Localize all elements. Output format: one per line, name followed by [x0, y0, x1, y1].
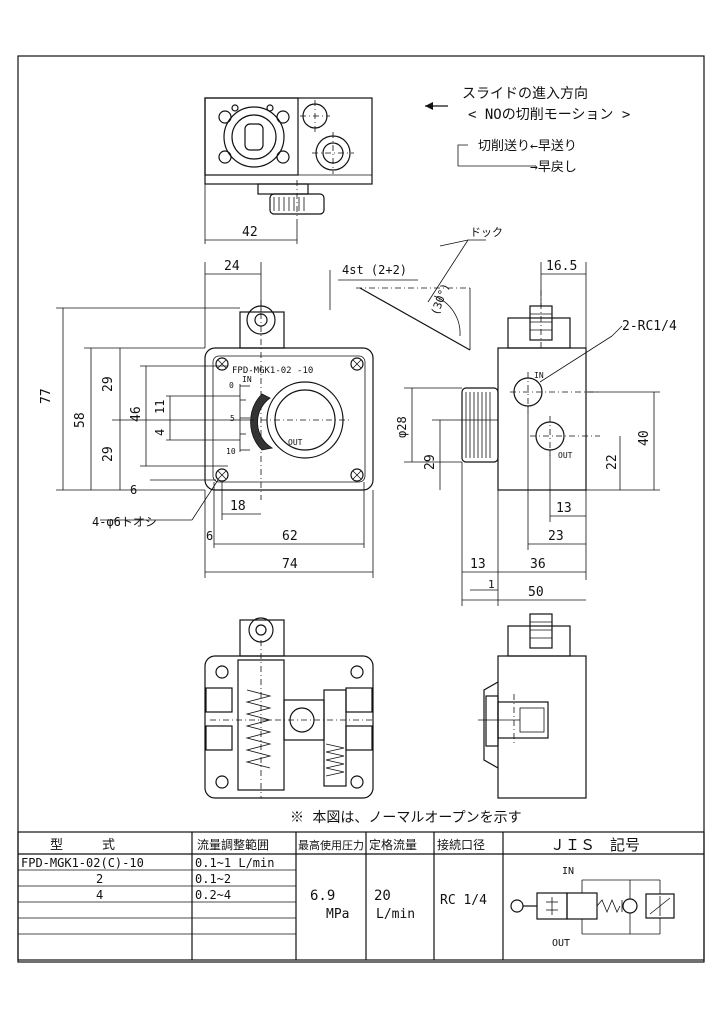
scale-0: 0 — [229, 381, 234, 390]
header-jis-symbol: ＪＩＳ 記号 — [550, 836, 640, 854]
dog-label: ドック — [470, 226, 503, 239]
jis-valve-symbol: IN OUT — [510, 866, 675, 949]
section-view — [204, 617, 374, 799]
dim-29-upper: 29 — [101, 376, 116, 392]
side-section-view — [478, 613, 587, 799]
dim-58: 58 — [73, 412, 88, 428]
flow-unit: L/min — [376, 907, 415, 922]
spec-table: 型 式 流量調整範囲 最高使用圧力 定格流量 接続口径 ＪＩＳ 記号 FPD-M… — [17, 831, 705, 961]
note-cut-feed: 切削送り←早送り — [478, 139, 577, 154]
flow-value: 20 — [374, 888, 391, 904]
pressure-unit: MPa — [326, 907, 349, 922]
drawing-border — [17, 55, 705, 963]
dim-42: 42 — [242, 225, 258, 240]
header-flow-range: 流量調整範囲 — [197, 837, 269, 852]
pressure-value: 6.9 — [310, 888, 335, 904]
dim-phi28: φ28 — [395, 416, 409, 438]
dim-23: 23 — [548, 529, 564, 544]
dim-40: 40 — [637, 430, 652, 446]
dim-62: 62 — [282, 529, 298, 544]
diagram-caption: ※ 本図は、ノーマルオープンを示す — [290, 810, 522, 826]
dim-24: 24 — [224, 259, 240, 274]
row-2-model: 2 — [96, 872, 103, 886]
dim-22: 22 — [605, 454, 620, 470]
top-view: 42 — [204, 97, 373, 244]
dim-77: 77 — [39, 388, 54, 404]
note-no-motion: < NOの切削モーション > — [468, 107, 630, 123]
header-port-size: 接続口径 — [437, 837, 485, 852]
dim-16-5: 16.5 — [546, 259, 577, 274]
note-rapid-return: →早戻し — [530, 160, 577, 175]
header-model: 型 式 — [50, 838, 115, 853]
row-1-range: 0.1~1 L/min — [195, 856, 274, 870]
front-view: FPD-MGK1-02 -10 0 5 10 IN OUT 24 77 58 — [39, 259, 374, 578]
dim-6-bottom: 6 — [206, 529, 213, 543]
side-port-in: IN — [534, 371, 544, 380]
header-max-pressure: 最高使用圧力 — [298, 838, 364, 852]
row-2-range: 0.1~2 — [195, 872, 231, 886]
dim-4: 4 — [153, 429, 167, 436]
front-port-in: IN — [242, 375, 252, 384]
dim-46: 46 — [129, 406, 144, 422]
dim-18: 18 — [230, 499, 246, 514]
dog-stroke-detail: 4st (2+2) ドック (30°) — [329, 226, 503, 351]
note-slide-direction: スライドの進入方向 — [462, 86, 588, 102]
dim-50: 50 — [528, 585, 544, 600]
dim-1: 1 — [488, 578, 495, 591]
dim-13-knob: 13 — [470, 557, 486, 572]
row-3-range: 0.2~4 — [195, 888, 231, 902]
dim-29-lower: 29 — [101, 446, 116, 462]
motion-notes: スライドの進入方向 < NOの切削モーション > 切削送り←早送り →早戻し — [425, 86, 630, 175]
dim-74: 74 — [282, 557, 298, 572]
dim-36: 36 — [530, 557, 546, 572]
dim-11: 11 — [153, 400, 167, 414]
nameplate-text: FPD-MGK1-02 -10 — [232, 366, 313, 376]
hole-callout: 4-φ6トオシ — [92, 515, 157, 529]
scale-10: 10 — [226, 447, 236, 456]
row-3-model: 4 — [96, 888, 103, 902]
stroke-label: 4st (2+2) — [342, 263, 407, 277]
scale-5: 5 — [230, 414, 235, 423]
dim-6-left: 6 — [130, 483, 137, 497]
jis-out-label: OUT — [552, 938, 570, 949]
port-size-value: RC 1/4 — [440, 893, 487, 908]
jis-in-label: IN — [562, 866, 574, 877]
side-port-out: OUT — [558, 451, 573, 460]
port-callout: 2-RC1/4 — [622, 319, 677, 334]
dim-13-port: 13 — [556, 501, 572, 516]
side-view: IN OUT 2-RC1/4 16.5 40 22 φ28 29 13 23 — [395, 259, 677, 606]
header-rated-flow: 定格流量 — [369, 837, 417, 852]
dim-29-side: 29 — [423, 454, 438, 470]
row-1-model: FPD-MGK1-02(C)-10 — [21, 856, 144, 870]
front-port-out: OUT — [288, 438, 303, 447]
